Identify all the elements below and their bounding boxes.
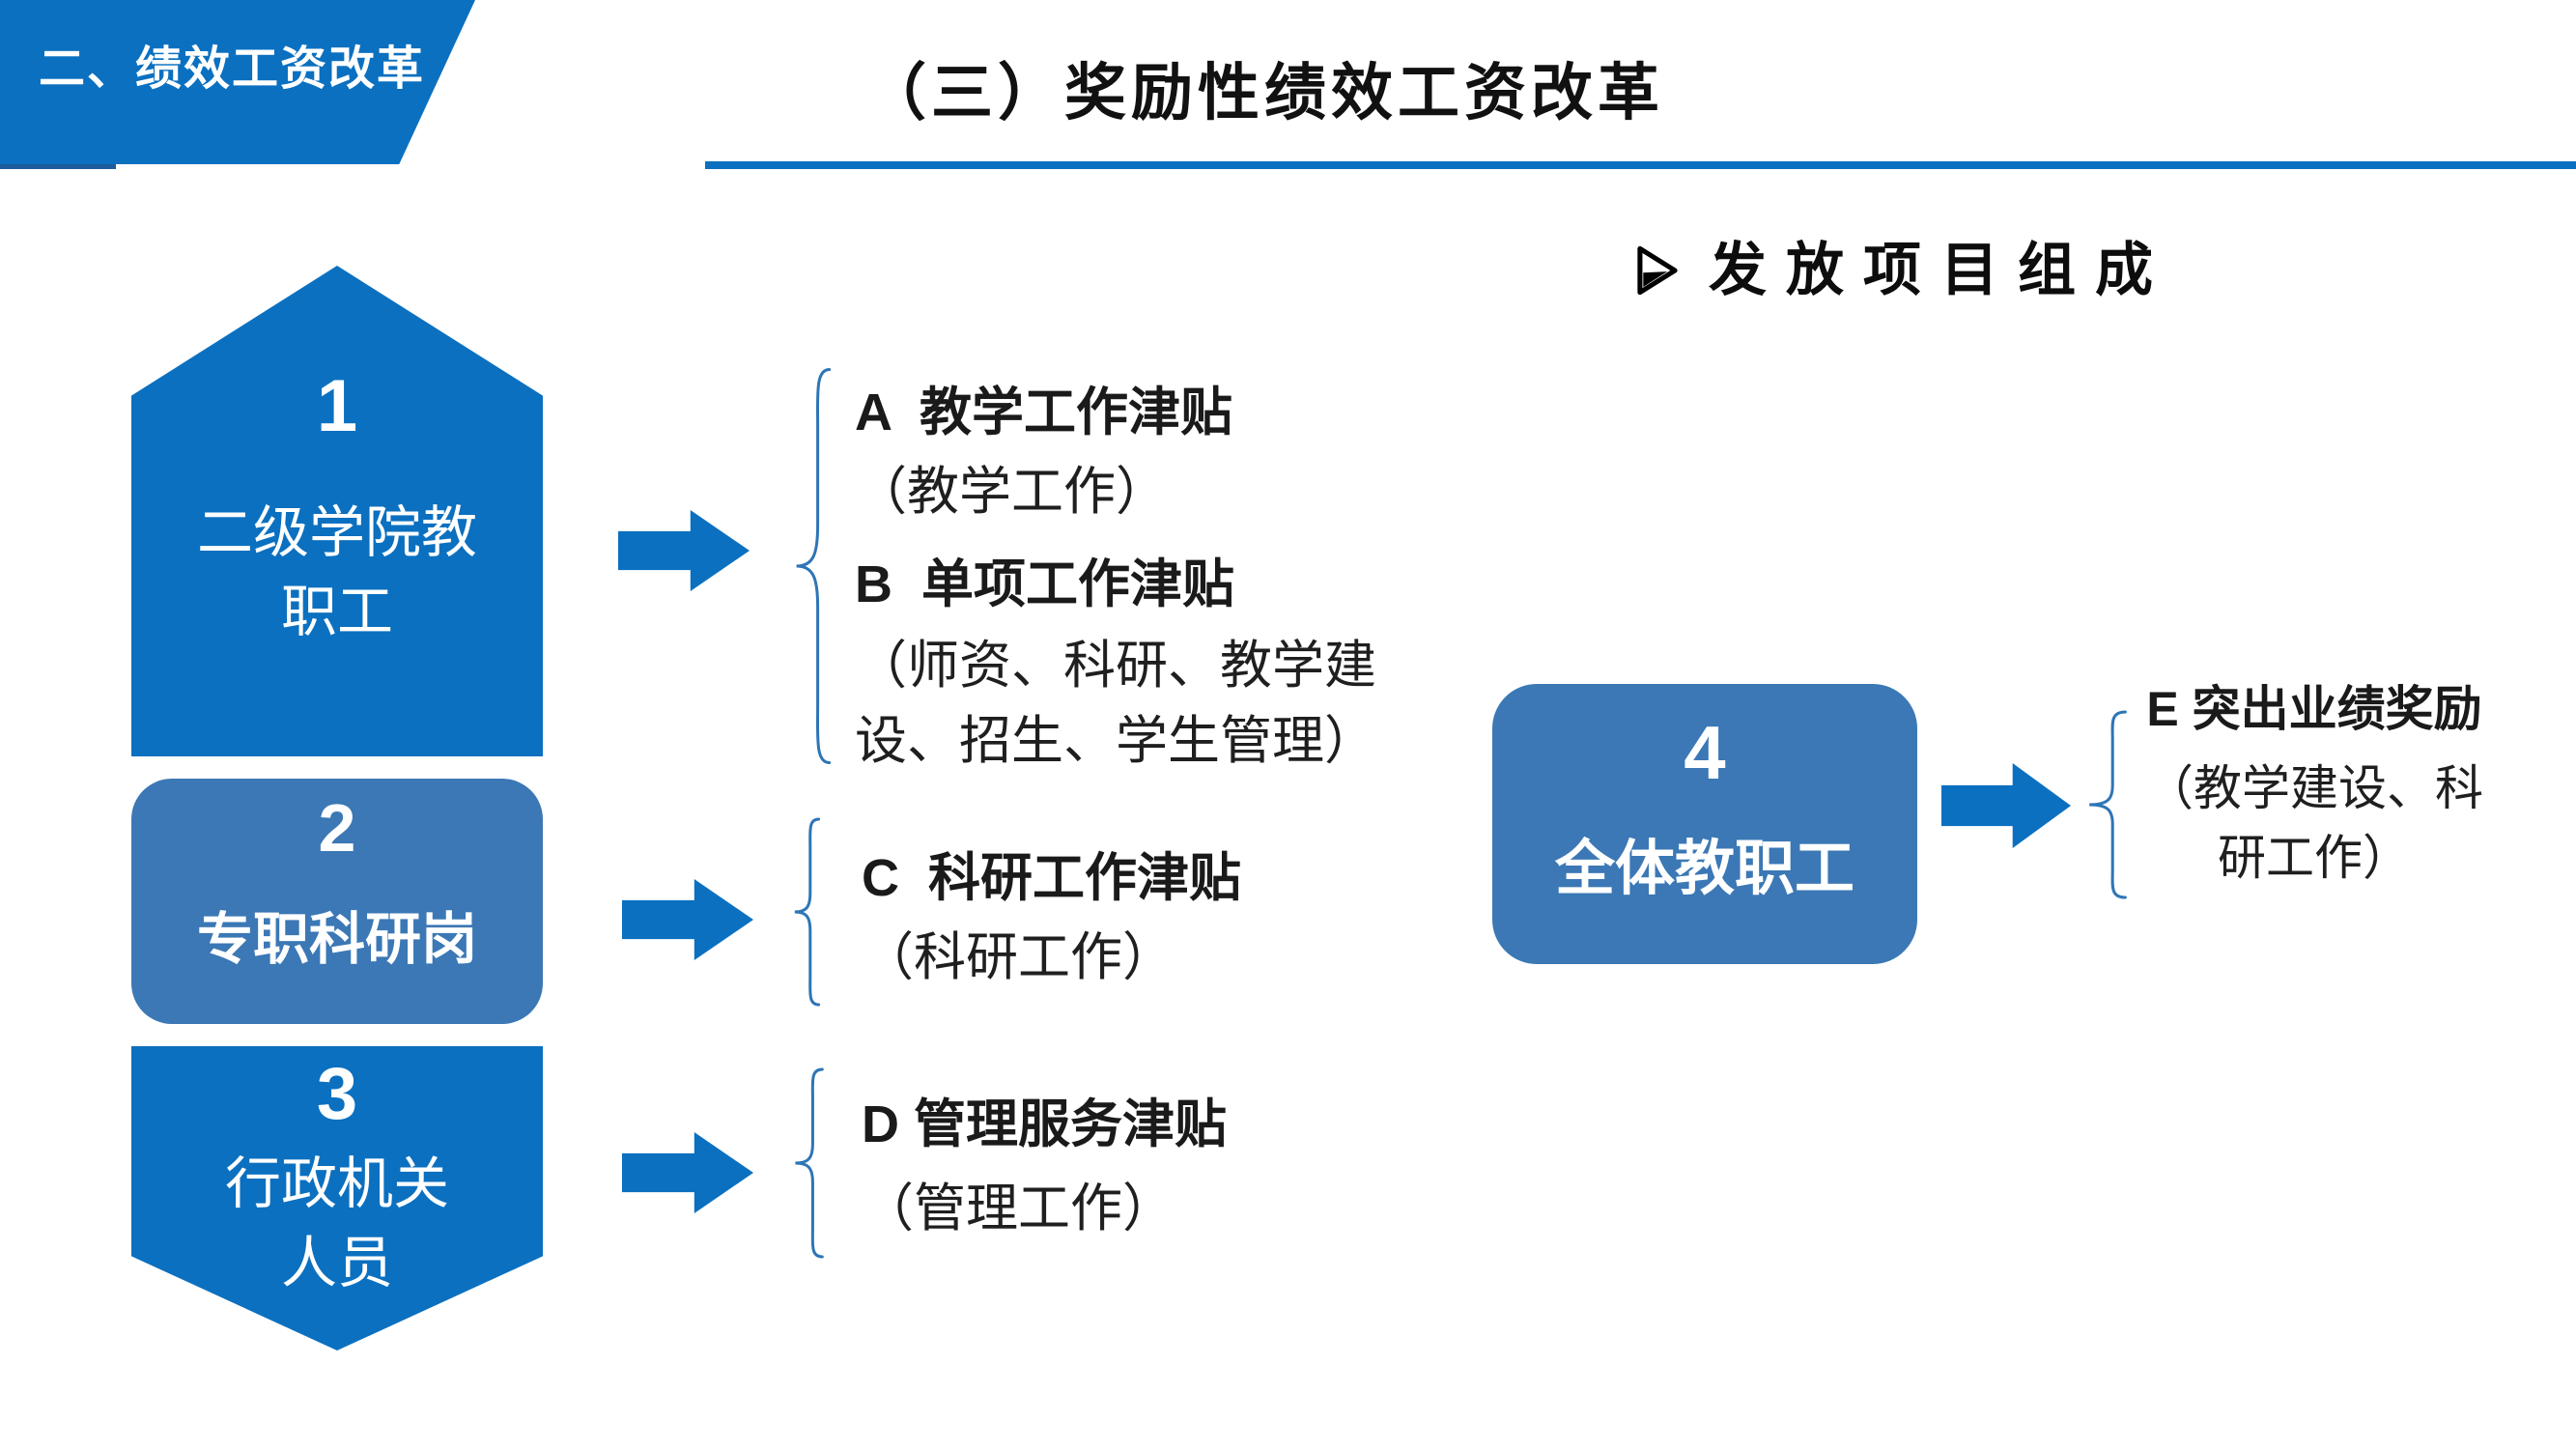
group-4-number: 4 <box>1684 710 1726 795</box>
allowance-c-heading: C 科研工作津贴 <box>862 849 1242 907</box>
group-2-label: 专职科研岗 <box>196 908 477 971</box>
flow-arrow-2-icon <box>622 879 753 960</box>
brace-d-icon <box>790 1066 825 1261</box>
flow-arrow-4-icon <box>1941 763 2071 848</box>
group-3-label: 行政机关人员 <box>224 1152 449 1295</box>
allowance-d-detail: （管理工作） <box>862 1180 1175 1237</box>
header-navy-underline <box>0 162 116 169</box>
bullet-heading: 发放项目组成 <box>1709 238 2172 302</box>
allowance-b-heading: B 单项工作津贴 <box>855 555 1235 613</box>
allowance-c-detail: （科研工作） <box>862 928 1175 986</box>
brace-e-icon <box>2082 708 2129 901</box>
flow-arrow-3-icon <box>622 1132 753 1213</box>
allowance-e-heading: E 突出业绩奖励 <box>2146 682 2482 736</box>
section-banner-label: 二、绩效工资改革 <box>39 43 426 95</box>
allowance-a-detail: （教学工作） <box>855 463 1168 521</box>
header-divider-line <box>705 161 2576 169</box>
brace-c-icon <box>790 815 821 1009</box>
flow-arrow-1-icon <box>618 510 750 591</box>
group-1-number: 1 <box>316 365 358 447</box>
allowance-e-block: E 突出业绩奖励 （教学建设、科研工作） <box>2133 682 2496 894</box>
slide-title: （三）奖励性绩效工资改革 <box>864 58 1664 128</box>
group-1-shape: 1 二级学院教职工 <box>131 266 543 756</box>
brace-ab-icon <box>790 361 833 771</box>
allowance-a-heading: A 教学工作津贴 <box>855 384 1232 441</box>
group-1-label: 二级学院教职工 <box>196 501 477 644</box>
group-3-shape: 3 行政机关人员 <box>131 1046 543 1350</box>
allowance-d-heading: D 管理服务津贴 <box>862 1095 1227 1153</box>
group-4-label: 全体教职工 <box>1554 836 1854 902</box>
section-banner: 二、绩效工资改革 <box>0 0 475 164</box>
group-2-shape: 2 专职科研岗 <box>131 779 543 1024</box>
allowance-e-detail: （教学建设、科研工作） <box>2145 760 2483 886</box>
group-4-shape: 4 全体教职工 <box>1492 684 1917 964</box>
group-3-number: 3 <box>316 1053 358 1135</box>
arrowhead-right-icon <box>1637 245 1678 296</box>
allowance-b-detail: （师资、科研、教学建设、招生、学生管理） <box>855 637 1376 771</box>
bullet-heading-row: 发放项目组成 <box>1635 242 2172 299</box>
group-2-number: 2 <box>318 790 356 866</box>
